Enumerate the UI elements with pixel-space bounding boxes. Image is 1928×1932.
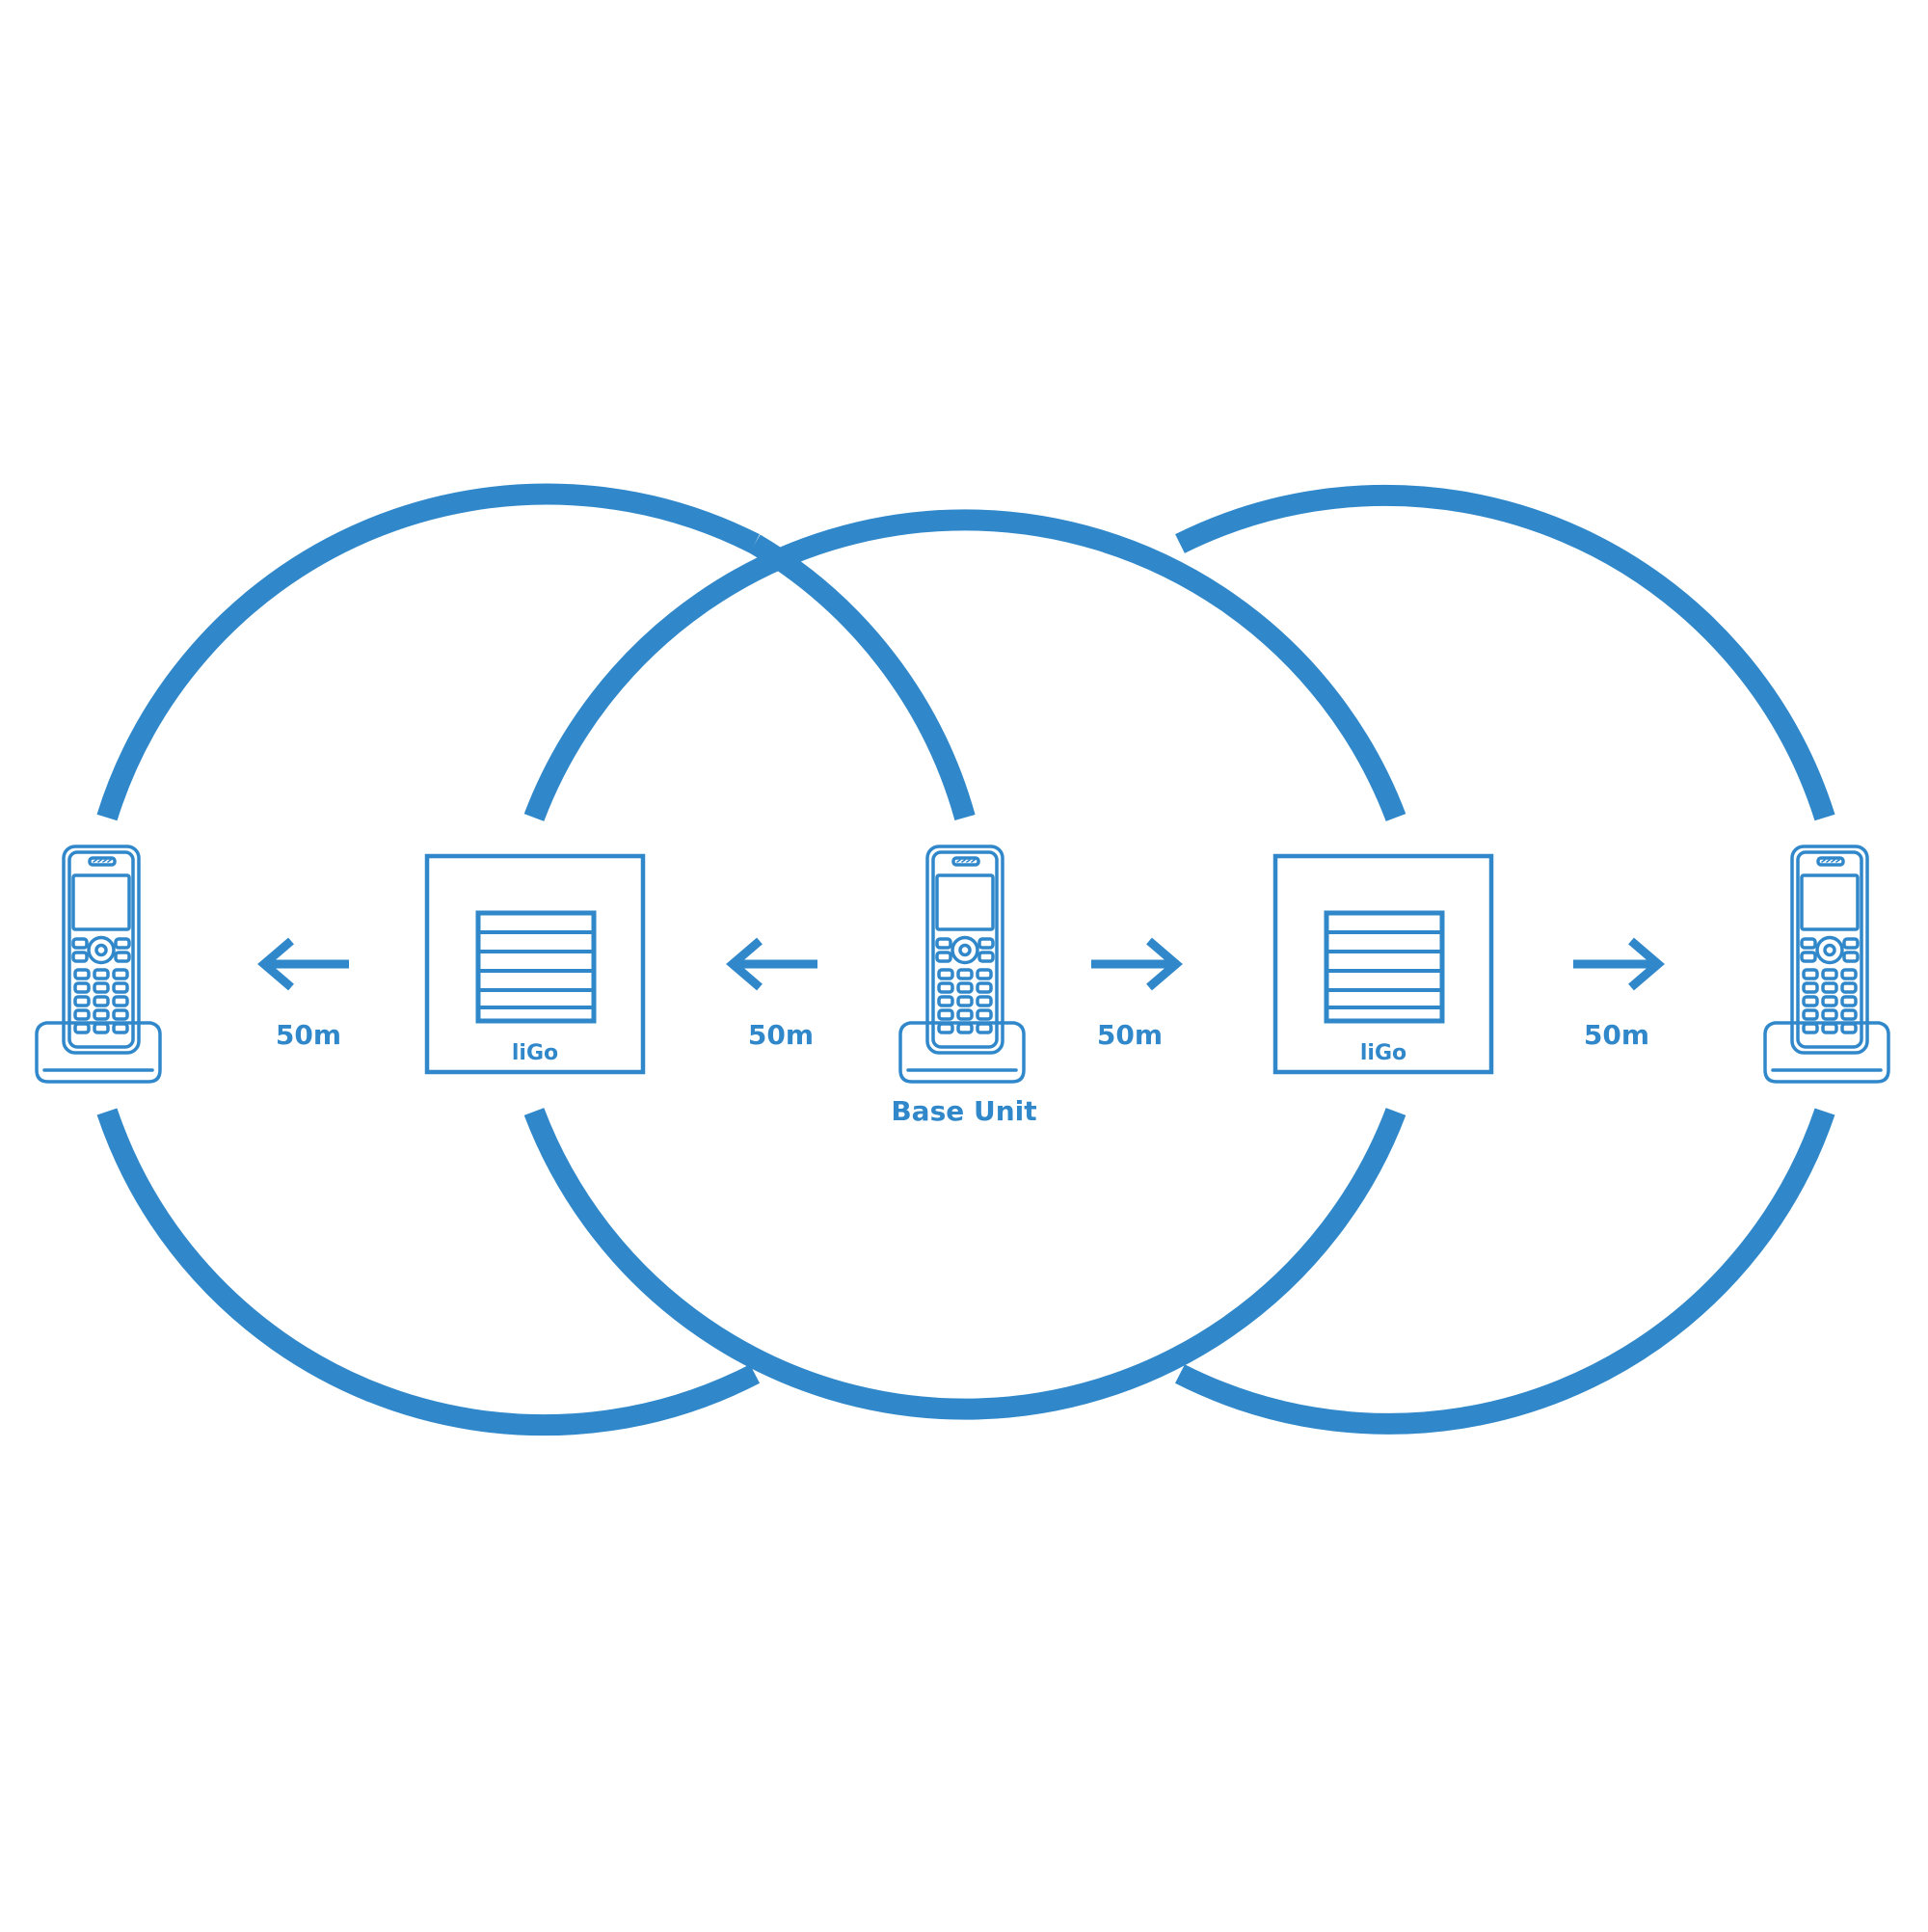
coverage-ring-center-bottom [523,1108,1406,1420]
link-distance-label: 50m [276,1019,341,1051]
coverage-ring-left-bottom [96,1108,761,1436]
left-ligo-label: liGo [512,1041,558,1065]
coverage-ring-right-top [1175,484,1835,821]
base-unit-icon [898,845,1026,1084]
left-ligo-icon [427,856,643,1072]
coverage-ring-left-inner-top [749,534,976,820]
arrow-left-icon [264,941,349,987]
coverage-ring-center-top [523,509,1406,821]
right-handset-icon [1763,845,1890,1084]
coverage-ring-left [96,483,760,821]
coverage-rings [96,483,1835,1436]
arrow-right-icon [1573,941,1658,987]
link-distance-label: 50m [1584,1019,1649,1051]
arrow-right-icon [1091,941,1176,987]
base-unit-label: Base Unit [891,1095,1036,1127]
arrow-left-icon [733,941,817,987]
left-handset-icon [35,845,162,1084]
right-ligo-label: liGo [1360,1041,1406,1065]
link-distance-label: 50m [748,1019,814,1051]
right-ligo-icon [1275,856,1491,1072]
link-distance-label: 50m [1097,1019,1163,1051]
coverage-ring-right-bottom [1175,1108,1835,1435]
